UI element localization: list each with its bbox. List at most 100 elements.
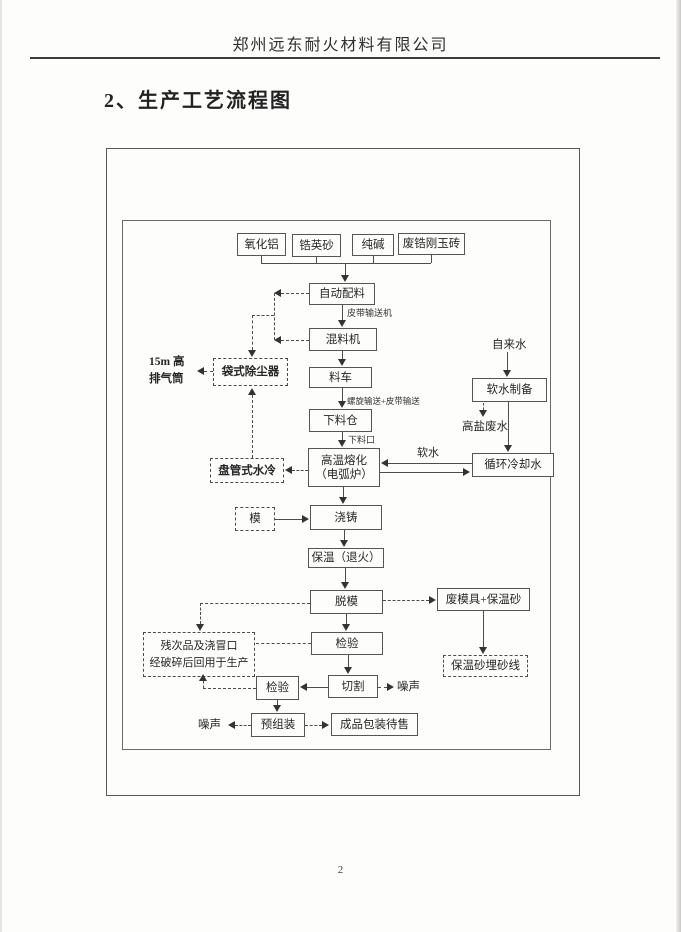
arrowhead-down	[338, 440, 346, 447]
arrowhead-down	[338, 359, 346, 366]
node-label: 检验	[266, 682, 289, 694]
arrowhead-down	[504, 445, 512, 452]
arrowhead-down	[341, 582, 349, 589]
arrowhead-down	[196, 624, 204, 631]
dust-duct-line	[281, 293, 309, 294]
node-label: 浇铸	[334, 511, 358, 524]
label-noise-cutting: 噪声	[397, 681, 420, 693]
arrowhead-right	[387, 683, 394, 691]
arrowhead-right	[463, 468, 470, 476]
dust-duct-line	[252, 315, 253, 350]
arrowhead-down	[344, 667, 352, 674]
arrowhead-left	[381, 459, 388, 467]
label-tap-water: 自来水	[492, 339, 527, 351]
node-melting-furnace: 高温熔化 （电弧炉）	[308, 448, 380, 487]
node-waste-mold: 废模具+保温砂	[437, 588, 530, 611]
node-label: 经破碎后回用于生产	[149, 656, 249, 669]
arrowhead-left	[274, 289, 281, 297]
arrowhead-left	[197, 367, 204, 375]
arrowhead-left	[274, 336, 281, 344]
scan-edge	[676, 0, 681, 932]
noise-line	[378, 687, 387, 688]
label-high-salt-wastewater: 高盐废水	[462, 421, 508, 433]
node-preassembly: 预组装	[251, 713, 305, 737]
node-label: 纯碱	[361, 239, 385, 251]
node-packaging: 成品包装待售	[331, 713, 418, 736]
arrowhead-up	[199, 674, 207, 681]
arrowhead-down	[503, 370, 511, 377]
recycle-line	[203, 681, 204, 688]
connector-line	[344, 530, 345, 540]
arrowhead-right	[429, 596, 436, 604]
label-belt-conveyor: 皮带输送机	[347, 308, 393, 318]
node-material-cart: 料车	[309, 367, 372, 388]
arrowhead-down	[338, 320, 346, 327]
waste-line	[383, 600, 429, 601]
node-label: 切割	[341, 680, 365, 693]
node-cutting: 切割	[328, 675, 378, 698]
node-recycle: 残次品及浇冒口 经破碎后回用于生产	[143, 632, 255, 677]
label-noise-preassembly: 噪声	[198, 719, 221, 731]
arrowhead-right	[322, 721, 329, 729]
flowchart-frame	[122, 220, 551, 750]
node-sand-burial: 保温砂埋砂线	[443, 655, 528, 677]
node-mixer: 混料机	[309, 328, 377, 351]
connector-line	[275, 519, 302, 520]
node-label: 检验	[335, 637, 359, 650]
arrowhead-left	[285, 466, 292, 474]
flue-line	[252, 395, 253, 458]
label-stack-line2: 排气筒	[149, 373, 184, 385]
node-alumina: 氧化铝	[237, 233, 286, 256]
connector-line	[342, 351, 343, 359]
arrowhead-down	[341, 275, 349, 282]
connector-line	[508, 402, 509, 445]
node-label: 高温熔化	[321, 454, 367, 467]
arrowhead-down	[339, 497, 347, 504]
dust-duct-line	[274, 293, 275, 340]
arrowhead-down	[338, 401, 346, 408]
node-label: 袋式除尘器	[221, 366, 280, 378]
node-coil-cooling: 盘管式水冷	[210, 458, 284, 483]
node-label: 盘管式水冷	[218, 464, 276, 477]
node-label: 自动配料	[319, 288, 365, 300]
arrowhead-down	[479, 410, 487, 417]
node-label: 保温砂埋砂线	[451, 660, 520, 672]
node-feed-bin: 下料仓	[309, 409, 372, 432]
connector-line	[316, 257, 317, 263]
node-label: 氧化铝	[244, 238, 279, 251]
connector-line	[483, 611, 484, 647]
node-soft-water-prep: 软水制备	[472, 378, 547, 402]
arrowhead-down	[342, 624, 350, 631]
label-screw-belt-conveyor: 螺旋输送+皮带输送	[347, 396, 420, 406]
label-stack-line1: 15m 高	[149, 356, 185, 368]
recycle-line	[200, 603, 310, 604]
connector-line	[431, 255, 432, 263]
connector-line	[277, 700, 278, 705]
node-circulating-water: 循环冷却水	[472, 453, 554, 477]
header-rule	[30, 57, 660, 59]
node-label: 残次品及浇冒口	[160, 639, 238, 652]
node-waste-brick: 废锆刚玉砖	[398, 233, 465, 255]
node-demolding: 脱模	[310, 590, 383, 614]
node-label: 锆英砂	[299, 239, 334, 252]
node-label: 脱模	[335, 596, 358, 608]
connector-line	[261, 263, 431, 264]
flue-line	[292, 470, 308, 471]
connector-line	[342, 432, 343, 440]
connector-line	[507, 352, 508, 370]
label-soft-water: 软水	[417, 447, 439, 459]
node-bag-filter: 袋式除尘器	[213, 358, 288, 386]
node-label: 循环冷却水	[484, 459, 542, 471]
connector-line	[307, 687, 328, 688]
node-auto-batching: 自动配料	[309, 283, 375, 305]
node-soda-ash: 纯碱	[352, 234, 394, 256]
company-name: 郑州远东耐火材料有限公司	[232, 37, 449, 54]
node-label: 软水制备	[486, 384, 533, 396]
connector-line	[343, 487, 344, 497]
node-casting: 浇铸	[310, 505, 382, 530]
label-feed-port: 下料口	[348, 435, 376, 445]
recycle-line	[203, 688, 256, 689]
connector-line	[342, 388, 343, 401]
arrowhead-up	[248, 388, 256, 395]
stack-duct-line	[204, 371, 213, 372]
